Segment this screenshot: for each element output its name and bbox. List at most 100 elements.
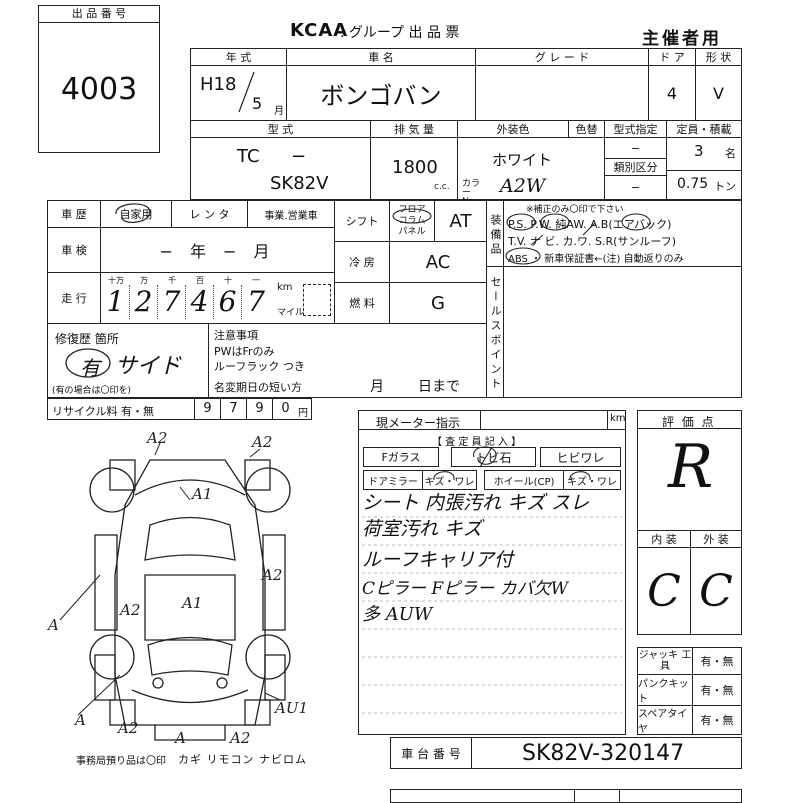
- spare-label: スペアタイヤ: [637, 705, 693, 735]
- mileage-unit-2: 千: [168, 276, 176, 285]
- private-circle: [115, 203, 151, 223]
- shaken-value: − 年 − 月: [100, 227, 335, 273]
- rating-value: R: [668, 432, 714, 502]
- car-diagram: A2 A2 A1 A2 A1 A2 A A A2 A AU1 A2: [46, 429, 308, 747]
- sales-point-text: セ ー ル ス ポ イ ン ト: [489, 275, 502, 389]
- repair-circle: [65, 348, 111, 378]
- handwritten-line2: 荷室汚れ キズ: [362, 518, 483, 540]
- equip-line2: T.V. ナ ビ. カ.ワ. S.R(サンルーフ): [508, 235, 677, 248]
- mileage-digit-5: 7: [247, 285, 265, 318]
- mileage-units: 十万万千百十一: [102, 275, 272, 289]
- bottom-strip: [390, 789, 742, 803]
- fuel-label: 燃 料: [334, 282, 390, 324]
- color-header: 外装色: [457, 120, 569, 138]
- capacity-value: 3: [694, 142, 704, 160]
- mileage-digit-1: 2: [130, 285, 158, 319]
- mark-a2-rear-bumper: A2: [228, 729, 250, 747]
- type-spec-value: −: [604, 137, 667, 159]
- notes-month: 月: [370, 379, 384, 395]
- km-label: km: [277, 282, 293, 293]
- mileage-digit-0: 1: [102, 285, 130, 319]
- capacity-unit: 名: [725, 147, 736, 160]
- mark-a2-front-left: A2: [145, 429, 167, 447]
- shape-value: V: [695, 65, 742, 121]
- notes-lines: [362, 516, 622, 714]
- door-header: ド ア: [648, 48, 696, 66]
- lot-number: 4003: [60, 72, 138, 107]
- check-hibiware: ヒビワレ: [540, 447, 621, 467]
- mileage-unit-5: 一: [252, 276, 260, 285]
- repaint-header: 色替: [568, 120, 605, 138]
- notes-line1: PWはFrのみ: [214, 345, 275, 358]
- equip-label: 装 備 品: [486, 200, 504, 267]
- check-fglass: Fガラス: [363, 447, 439, 467]
- lot-label: 出 品 番 号: [39, 6, 159, 23]
- exterior-label: 外 装: [690, 530, 742, 548]
- equip-label-text: 装 備 品: [489, 213, 502, 254]
- mileage-cell: [100, 272, 335, 324]
- check-circles: [433, 471, 591, 481]
- meter-label: 現メーター指示: [376, 416, 461, 430]
- mile-checkbox: [303, 284, 331, 316]
- model-prefix: TC: [237, 146, 260, 167]
- fuel-value: G: [389, 282, 487, 324]
- tobiishi-check: [473, 446, 497, 468]
- recycle-box: [47, 398, 312, 420]
- check-doormirror: ドアミラー: [363, 470, 423, 490]
- equip-line3: ABS ・ 新車保証書←(注) 自動返りのみ: [508, 254, 684, 265]
- footer-note: 事務局預り品は〇印: [76, 756, 166, 767]
- inspector-rule: [358, 429, 626, 430]
- grade-value: [475, 65, 649, 121]
- mark-a2-left-door: A2: [118, 601, 140, 619]
- recycle-digit-1: 7: [220, 398, 246, 420]
- org-logo: KCAA: [290, 20, 349, 41]
- kit-value: 有・無: [692, 674, 742, 706]
- repair-label: 修復歴 箇所: [55, 332, 119, 346]
- load-cell: [666, 170, 742, 200]
- meter-box: [358, 410, 626, 735]
- month-label: 月: [274, 106, 284, 117]
- disp-cell: [370, 137, 458, 200]
- jack-value: 有・無: [692, 647, 742, 675]
- load-unit: トン: [714, 180, 736, 193]
- repair-value: 有: [80, 356, 100, 380]
- type-spec-header: 型式指定: [604, 120, 667, 138]
- history-private: 自家用: [100, 200, 172, 228]
- recycle-label: リサイクル料 有・無: [52, 405, 154, 418]
- mark-au1-rear-right: AU1: [273, 699, 308, 717]
- equip-circles: [505, 213, 651, 265]
- year-slash: [238, 71, 255, 113]
- mark-a2-front-right: A2: [250, 433, 272, 451]
- notes-line2: ルーフラック つき: [214, 360, 305, 373]
- mileage-unit-3: 百: [196, 276, 204, 285]
- displacement: 1800: [392, 157, 438, 178]
- cc-unit: c.c.: [434, 182, 450, 192]
- check-wheel-damage: キズ・ワレ: [563, 470, 621, 490]
- color-no: A2W: [500, 175, 546, 197]
- ac-label: 冷 房: [334, 241, 390, 283]
- year-num: 5: [252, 94, 263, 113]
- rating-label: 評 価 点: [662, 415, 716, 429]
- color-value: ホワイト: [492, 151, 553, 169]
- mark-a1-roof: A1: [180, 594, 202, 612]
- sales-point-box: [503, 266, 742, 398]
- bottom-strip-divider: [574, 789, 620, 803]
- capacity-header: 定員・積載: [666, 120, 742, 138]
- shaken-label: 車 検: [47, 227, 101, 273]
- equip-line1: P.S. P.W. 純AW. A.B(エアバック): [508, 218, 672, 231]
- mileage-label: 走 行: [47, 272, 101, 324]
- mark-a-rear-left: A: [73, 711, 86, 729]
- history-label: 車 歴: [47, 200, 101, 228]
- notes-day: 日まで: [418, 379, 460, 395]
- shift-options: フロア コラム パネル: [389, 200, 435, 242]
- jack-label: ジャッキ 工 具: [637, 647, 693, 675]
- mark-a-left-side: A: [46, 616, 59, 634]
- history-rental: レ ン タ: [171, 200, 248, 228]
- shift-panel: パネル: [398, 226, 426, 237]
- spare-value: 有・無: [692, 705, 742, 735]
- chassis-number: SK82V-320147: [522, 741, 685, 766]
- recycle-digit-0: 9: [194, 398, 220, 420]
- cls-header: 類別区分: [604, 158, 667, 176]
- shift-value: AT: [434, 200, 487, 242]
